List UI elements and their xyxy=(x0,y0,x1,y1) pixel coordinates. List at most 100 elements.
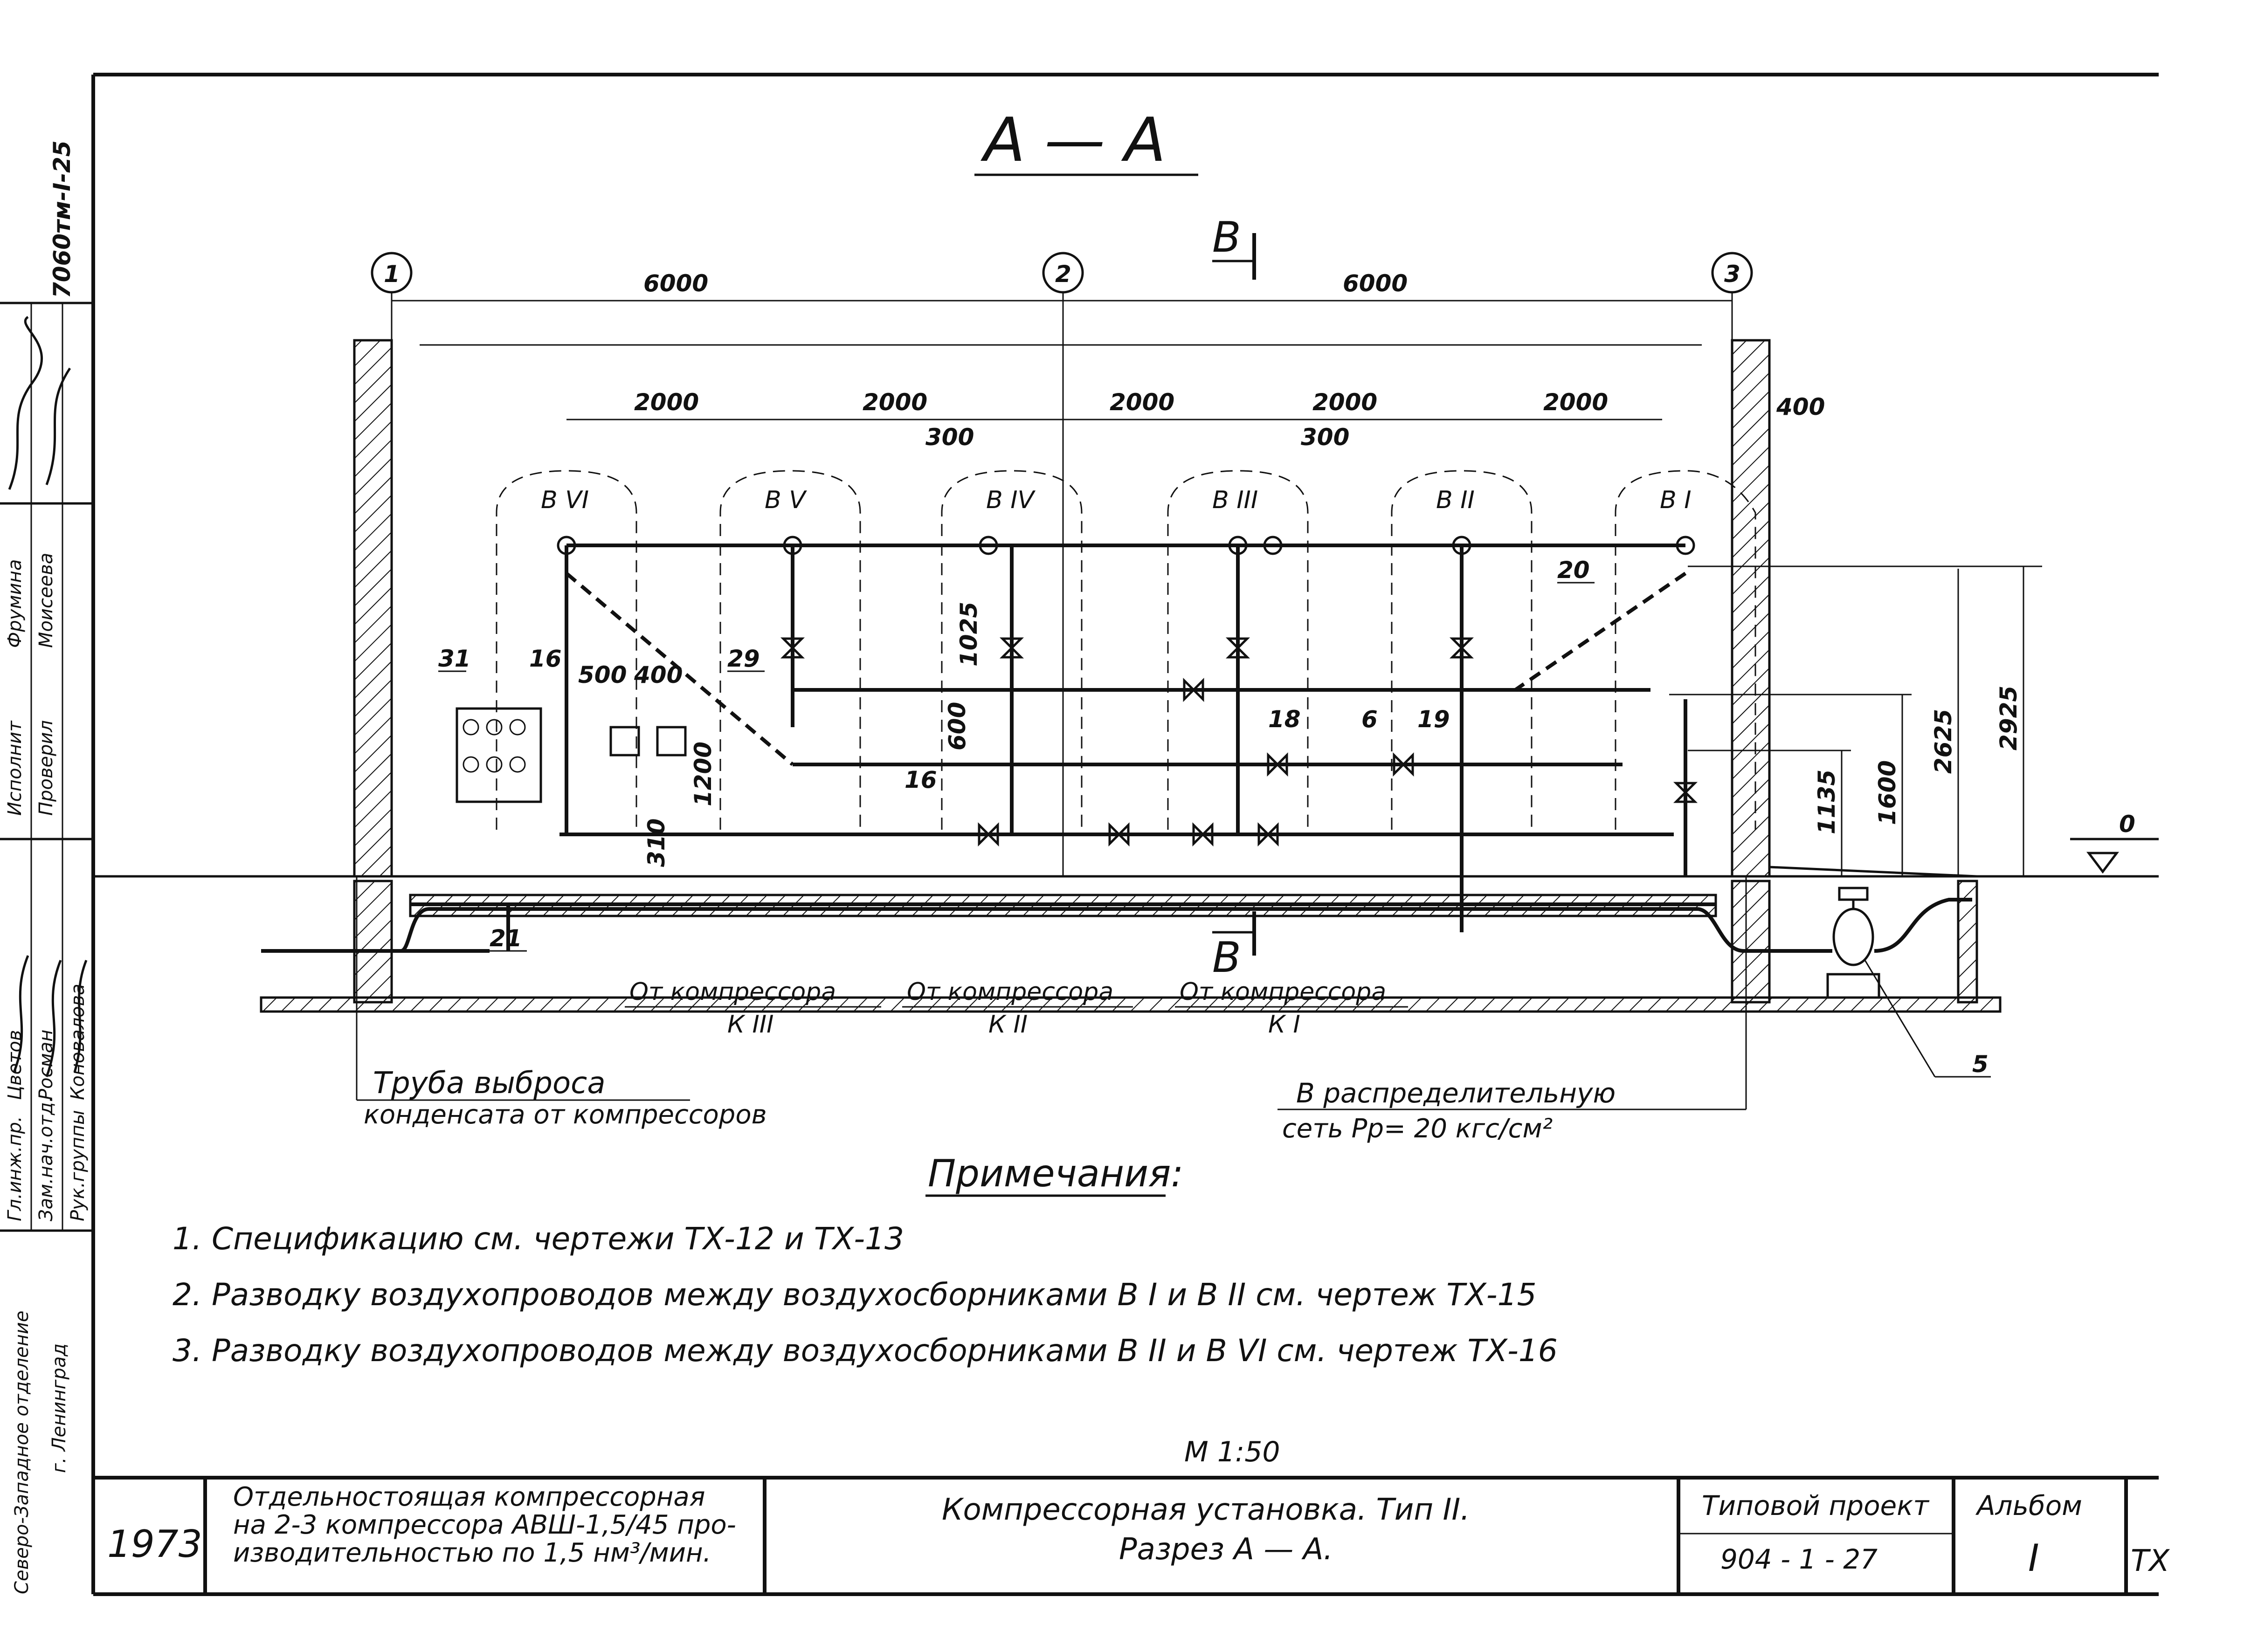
callout-18: 18 xyxy=(1268,706,1301,733)
stamp-name-5: Коновалова xyxy=(67,984,89,1100)
stamp-role-2: Проверил xyxy=(35,720,57,816)
level-mark: 0 xyxy=(2119,811,2135,838)
dim-600: 600 xyxy=(944,702,971,750)
svg-text:В VI: В VI xyxy=(541,486,589,514)
svg-text:В V: В V xyxy=(765,486,807,514)
svg-text:В: В xyxy=(1212,213,1241,262)
tb-year: 1973 xyxy=(107,1522,202,1566)
compressor-3-label: От компрессора xyxy=(629,978,836,1006)
height-1135: 1135 xyxy=(1813,770,1840,834)
tb-desc-3: изводительностью по 1,5 нм³/мин. xyxy=(233,1538,711,1568)
svg-text:В I: В I xyxy=(1660,486,1692,514)
axis-2: 2 xyxy=(1055,261,1071,288)
span-1: 6000 xyxy=(643,270,708,297)
callout-5: 5 xyxy=(1972,1051,1989,1078)
tb-sheet-code: ТХ xyxy=(2131,1544,2170,1578)
dim-400-wall: 400 xyxy=(1776,393,1825,420)
air-receivers: В VI В V В IV В III В II В I xyxy=(496,470,1756,830)
vessel-b2: В II xyxy=(1391,470,1533,830)
vessel-b1: В I xyxy=(1615,470,1756,830)
height-2925: 2925 xyxy=(1995,686,2022,750)
tb-album-num: I xyxy=(2028,1536,2039,1580)
title-block: 1973 Отдельностоящая компрессорная на 2-… xyxy=(93,1476,2170,1594)
tb-desc-2: на 2-3 компрессора АВШ-1,5/45 про- xyxy=(233,1510,736,1540)
compressor-2-id: К II xyxy=(988,1011,1028,1039)
sub-span-5: 2000 xyxy=(1543,389,1608,416)
height-2625: 2625 xyxy=(1930,709,1957,774)
scale-label: М 1:50 xyxy=(1184,1436,1280,1468)
note-3: 3. Разводку воздухопроводов между воздух… xyxy=(173,1333,1558,1369)
stamp-role-5: Рук.группы xyxy=(67,1110,89,1221)
span-dimensions: 6000 6000 2000 2000 2000 2000 2000 300 3… xyxy=(392,270,1825,867)
tb-desc-1: Отдельностоящая компрессорная xyxy=(233,1482,705,1512)
callout-21: 21 xyxy=(490,925,522,952)
doc-code: 7060тм-I-25 xyxy=(48,140,76,298)
drain-subtitle: конденсата от компрессоров xyxy=(364,1100,767,1130)
tb-album-label: Альбом xyxy=(1975,1490,2082,1521)
callout-20: 20 xyxy=(1557,557,1590,584)
tb-typical-label: Типовой проект xyxy=(1702,1490,1930,1521)
stamp-name-1: Фрумина xyxy=(4,559,26,648)
callout-29: 29 xyxy=(727,645,760,672)
callout-31: 31 xyxy=(438,645,471,672)
stamp-role-3: Гл.инж.пр. xyxy=(4,1116,26,1221)
compressor-1-label: От компрессора xyxy=(1180,978,1386,1006)
sub-span-1: 2000 xyxy=(634,389,699,416)
side-stamp: 7060тм-I-25 Исполнит Фрумина Проверил Мо… xyxy=(0,140,93,1594)
note-2: 2. Разводку воздухопроводов между воздух… xyxy=(173,1277,1537,1313)
tb-typical-num: 904 - 1 - 27 xyxy=(1720,1543,1878,1575)
network-subtitle: сеть Рр= 20 кгс/см² xyxy=(1282,1114,1553,1144)
notes: Примечания: 1. Спецификацию см. чертежи … xyxy=(173,1152,1558,1369)
stamp-name-2: Моисеева xyxy=(35,553,57,648)
svg-text:В IV: В IV xyxy=(986,486,1036,514)
section-marker-bottom: В xyxy=(1212,911,1256,982)
section-title: А — А xyxy=(981,104,1166,175)
notes-heading: Примечания: xyxy=(928,1152,1183,1195)
callout-16-b: 16 xyxy=(905,766,937,793)
drain-label: Труба выброса конденсата от компрессоров xyxy=(356,876,767,1130)
callouts: 31 16 29 20 18 6 19 16 21 5 xyxy=(438,557,1991,1078)
sub-span-2: 2000 xyxy=(863,389,927,416)
compressor-3-id: К III xyxy=(727,1011,773,1039)
sheet-frame xyxy=(91,73,2159,1596)
axis-3: 3 xyxy=(1724,261,1740,288)
sub-span-4: 2000 xyxy=(1312,389,1377,416)
axis-1: 1 xyxy=(384,261,400,288)
building-section xyxy=(93,339,2159,1013)
axis-markers: 1 2 3 xyxy=(371,252,1753,876)
vessel-b6: В VI xyxy=(496,470,637,830)
vessel-b4: В IV xyxy=(941,470,1083,830)
svg-text:В III: В III xyxy=(1212,486,1258,514)
vessel-b5: В V xyxy=(719,470,861,830)
dim-1025: 1025 xyxy=(955,602,982,667)
svg-text:В: В xyxy=(1212,933,1241,982)
network-label: В распределительную сеть Рр= 20 кгс/см² xyxy=(1277,876,1747,1144)
stamp-role-1: Исполнит xyxy=(4,720,26,816)
tb-sheet-title-2: Разрез А — А. xyxy=(1119,1532,1333,1567)
callout-16-a: 16 xyxy=(529,645,562,672)
callout-6: 6 xyxy=(1361,706,1378,733)
stamp-city: г. Ленинград xyxy=(48,1343,70,1473)
dim-300-a: 300 xyxy=(925,424,974,451)
height-1600: 1600 xyxy=(1874,760,1901,825)
dim-1200: 1200 xyxy=(690,742,717,806)
height-dimensions: 1135 1600 2625 2925 0 xyxy=(1669,565,2159,876)
compressor-2-label: От компрессора xyxy=(907,978,1113,1006)
svg-text:В II: В II xyxy=(1436,486,1475,514)
section-marker-top: В xyxy=(1212,213,1256,280)
compressor-1-id: К I xyxy=(1268,1011,1300,1039)
sub-span-3: 2000 xyxy=(1110,389,1174,416)
dim-310: 310 xyxy=(643,819,670,867)
dim-500: 500 xyxy=(578,661,627,688)
stamp-org: Северо-Западное отделение xyxy=(11,1311,33,1594)
tb-sheet-title-1: Компрессорная установка. Тип II. xyxy=(942,1493,1470,1527)
compressor-labels: От компрессора К III От компрессора К II… xyxy=(625,978,1408,1039)
stamp-role-4: Зам.нач.отд. xyxy=(35,1096,57,1221)
callout-19: 19 xyxy=(1417,706,1450,733)
vessel-b3: В III xyxy=(1167,470,1309,830)
piping xyxy=(261,536,1772,953)
span-2: 6000 xyxy=(1343,270,1408,297)
drain-title: Труба выброса xyxy=(373,1066,606,1101)
dim-300-b: 300 xyxy=(1301,424,1349,451)
